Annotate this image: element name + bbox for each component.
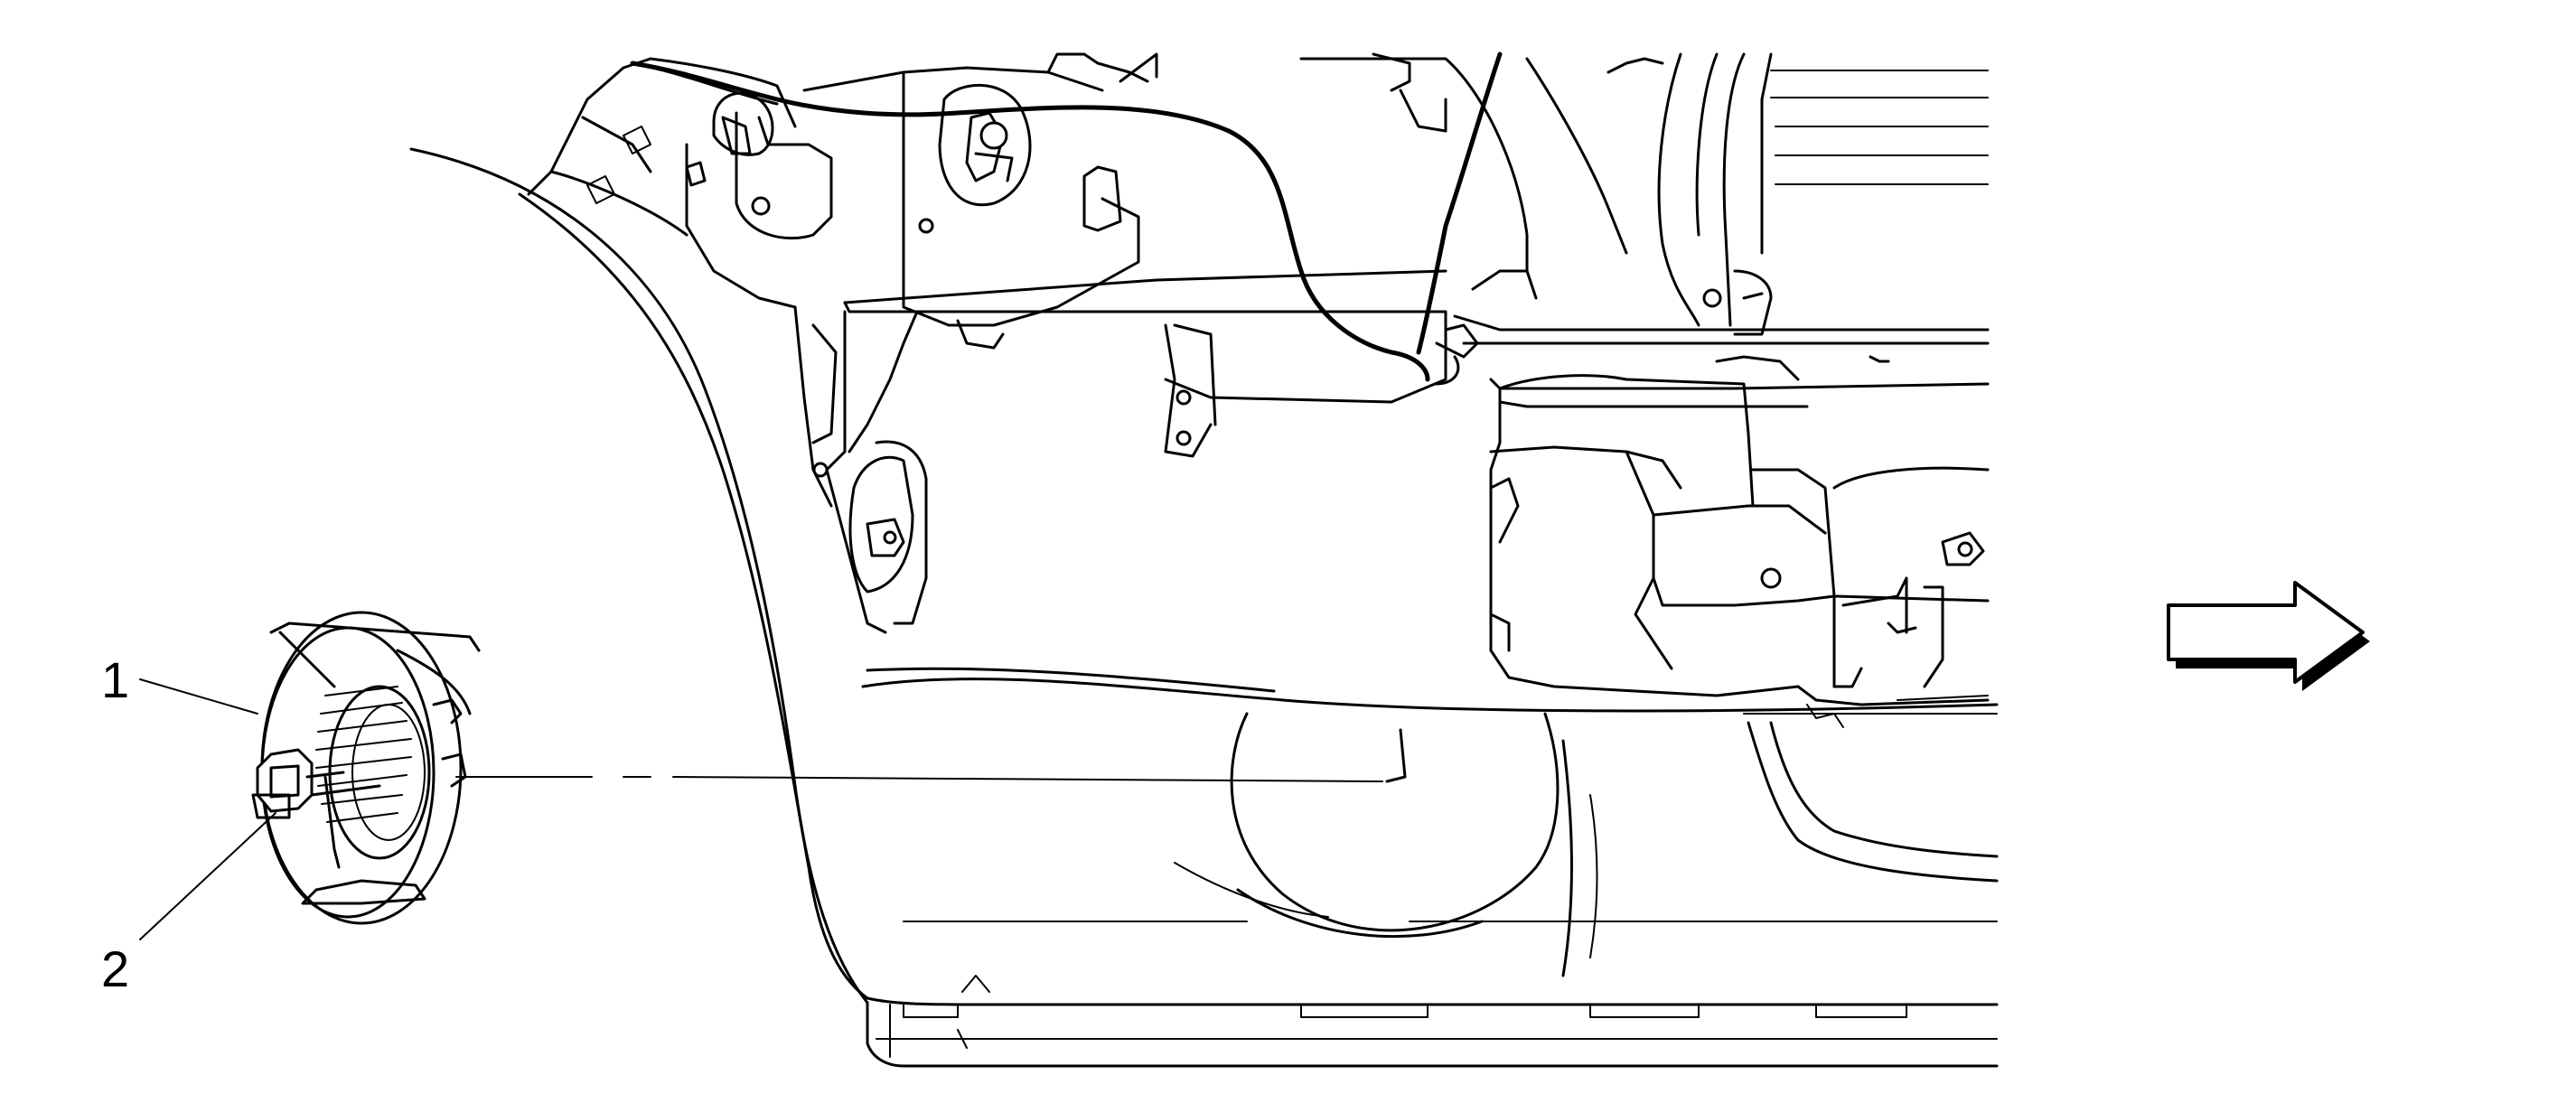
bulb-socket	[251, 748, 381, 869]
callout-2: 2	[101, 940, 129, 997]
callout-leaders	[139, 678, 276, 940]
energy-absorber	[1299, 52, 1990, 706]
callout-1: 1	[101, 651, 129, 708]
center-line	[455, 776, 1383, 782]
bumper-fascia	[409, 147, 1999, 1068]
fog-lamp-assembly	[251, 611, 481, 925]
right-arrow-icon	[2167, 581, 2370, 691]
headlamp-housing	[527, 52, 1447, 634]
